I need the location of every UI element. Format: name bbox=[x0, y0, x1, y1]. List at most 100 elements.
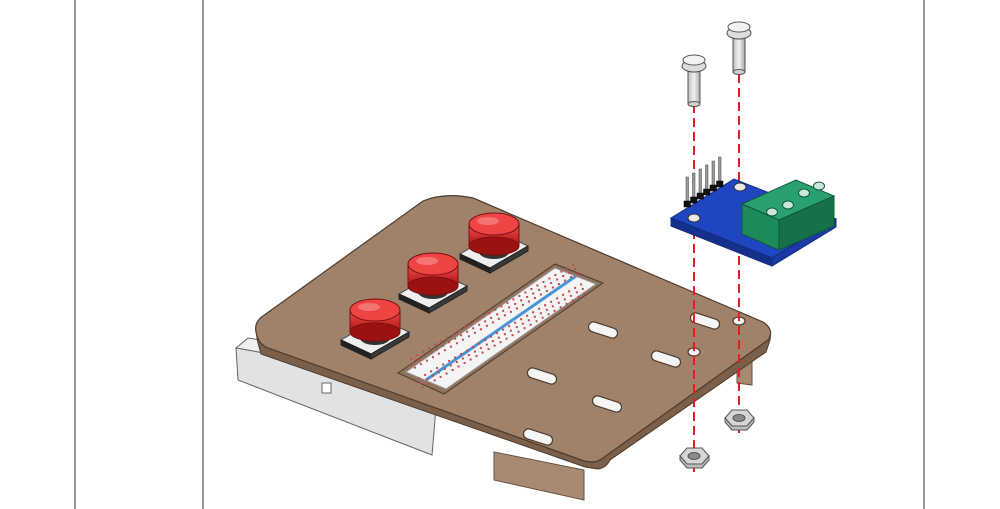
breadboard-hole bbox=[412, 362, 415, 365]
breadboard-hole bbox=[458, 329, 461, 332]
breadboard-hole bbox=[443, 349, 446, 352]
breadboard-hole bbox=[436, 348, 439, 351]
breadboard-hole bbox=[583, 292, 586, 295]
terminal-screw bbox=[813, 181, 825, 191]
breadboard-hole bbox=[466, 349, 469, 352]
breadboard-hole bbox=[478, 342, 481, 345]
breadboard-hole bbox=[496, 313, 499, 316]
breadboard-hole bbox=[478, 323, 481, 326]
breadboard-hole bbox=[503, 333, 506, 336]
breadboard-hole bbox=[557, 301, 560, 304]
breadboard-hole bbox=[440, 340, 443, 343]
breadboard-hole bbox=[559, 306, 562, 309]
breadboard-hole bbox=[556, 297, 559, 300]
breadboard-hole bbox=[545, 290, 548, 293]
breadboard-hole bbox=[485, 343, 488, 346]
breadboard-hole bbox=[425, 378, 428, 381]
breadboard-hole bbox=[449, 364, 452, 367]
breadboard-hole bbox=[437, 371, 440, 374]
breadboard-hole bbox=[533, 315, 536, 318]
breadboard-hole bbox=[538, 288, 541, 291]
breadboard-hole bbox=[461, 338, 464, 341]
breadboard-hole bbox=[527, 300, 530, 303]
breadboard-hole bbox=[479, 347, 482, 350]
breadboard-hole bbox=[436, 366, 439, 369]
breadboard-hole bbox=[541, 316, 544, 319]
breadboard-hole bbox=[448, 341, 451, 344]
breadboard-holes bbox=[410, 263, 586, 389]
breadboard-hole bbox=[496, 332, 499, 335]
breadboard-hole bbox=[433, 379, 436, 382]
breadboard-hole bbox=[454, 356, 457, 359]
breadboard-hole bbox=[571, 299, 574, 302]
terminal-screw bbox=[798, 188, 810, 198]
breadboard-hole bbox=[466, 330, 469, 333]
breadboard-hole bbox=[424, 373, 427, 376]
breadboard-hole bbox=[445, 372, 448, 375]
screw bbox=[726, 21, 752, 75]
breadboard-hole bbox=[509, 310, 512, 313]
breadboard-hole bbox=[550, 282, 553, 285]
breadboard-hole bbox=[529, 323, 532, 326]
breadboard-hole bbox=[484, 320, 487, 323]
breadboard-hole bbox=[422, 350, 425, 353]
breadboard-hole bbox=[524, 291, 527, 294]
breadboard-hole bbox=[517, 330, 520, 333]
breadboard-hole bbox=[443, 367, 446, 370]
breadboard-hole bbox=[520, 318, 523, 321]
breadboard-hole bbox=[530, 287, 533, 290]
breadboard-hole bbox=[503, 314, 506, 317]
breadboard-hole bbox=[554, 274, 557, 277]
breadboard-hole bbox=[580, 283, 583, 286]
breadboard-hole bbox=[479, 328, 482, 331]
breadboard-hole bbox=[490, 316, 493, 319]
breadboard-hole bbox=[418, 377, 421, 380]
breadboard-hole bbox=[527, 319, 530, 322]
breadboard-hole bbox=[569, 294, 572, 297]
breadboard-hole bbox=[448, 359, 451, 362]
breadboard-hole bbox=[532, 311, 535, 314]
hex-nut bbox=[679, 447, 710, 469]
screw bbox=[681, 54, 707, 107]
breadboard-hole bbox=[488, 312, 491, 315]
breadboard-hole bbox=[419, 381, 422, 384]
hex-nut bbox=[724, 409, 755, 431]
slot bbox=[526, 367, 558, 385]
breadboard-hole bbox=[467, 354, 470, 357]
breadboard-hole bbox=[539, 312, 542, 315]
panel-borders bbox=[74, 0, 925, 509]
push-button bbox=[339, 298, 411, 360]
breadboard-hole bbox=[562, 275, 565, 278]
breadboard-hole bbox=[461, 357, 464, 360]
terminal-screw bbox=[766, 207, 778, 217]
breadboard-hole bbox=[437, 352, 440, 355]
breadboard-hole bbox=[514, 321, 517, 324]
breadboard-hole bbox=[469, 358, 472, 361]
breadboard-hole bbox=[493, 344, 496, 347]
breadboard-hole bbox=[557, 283, 560, 286]
breadboard-hole bbox=[575, 291, 578, 294]
breadboard-hole bbox=[418, 358, 421, 361]
breadboard-hole bbox=[416, 354, 419, 357]
breadboard-hole bbox=[410, 357, 413, 360]
breadboard-hole bbox=[413, 366, 416, 369]
breadboard-hole bbox=[455, 361, 458, 364]
breadboard-hole bbox=[439, 375, 442, 378]
breadboard-hole bbox=[442, 363, 445, 366]
screw-terminal bbox=[740, 179, 836, 251]
breadboard-hole bbox=[494, 308, 497, 311]
breadboard-hole bbox=[544, 304, 547, 307]
breadboard-hole bbox=[562, 293, 565, 296]
breadboard-hole bbox=[463, 362, 466, 365]
breadboard-hole bbox=[506, 301, 509, 304]
breadboard-hole bbox=[419, 363, 422, 366]
breadboard-hole bbox=[556, 278, 559, 281]
breadboard-hole bbox=[526, 314, 529, 317]
breadboard-hole bbox=[497, 317, 500, 320]
breadboard-hole bbox=[431, 374, 434, 377]
breadboard-hole bbox=[485, 324, 488, 327]
slot bbox=[650, 350, 682, 368]
breadboard-hole bbox=[545, 308, 548, 311]
